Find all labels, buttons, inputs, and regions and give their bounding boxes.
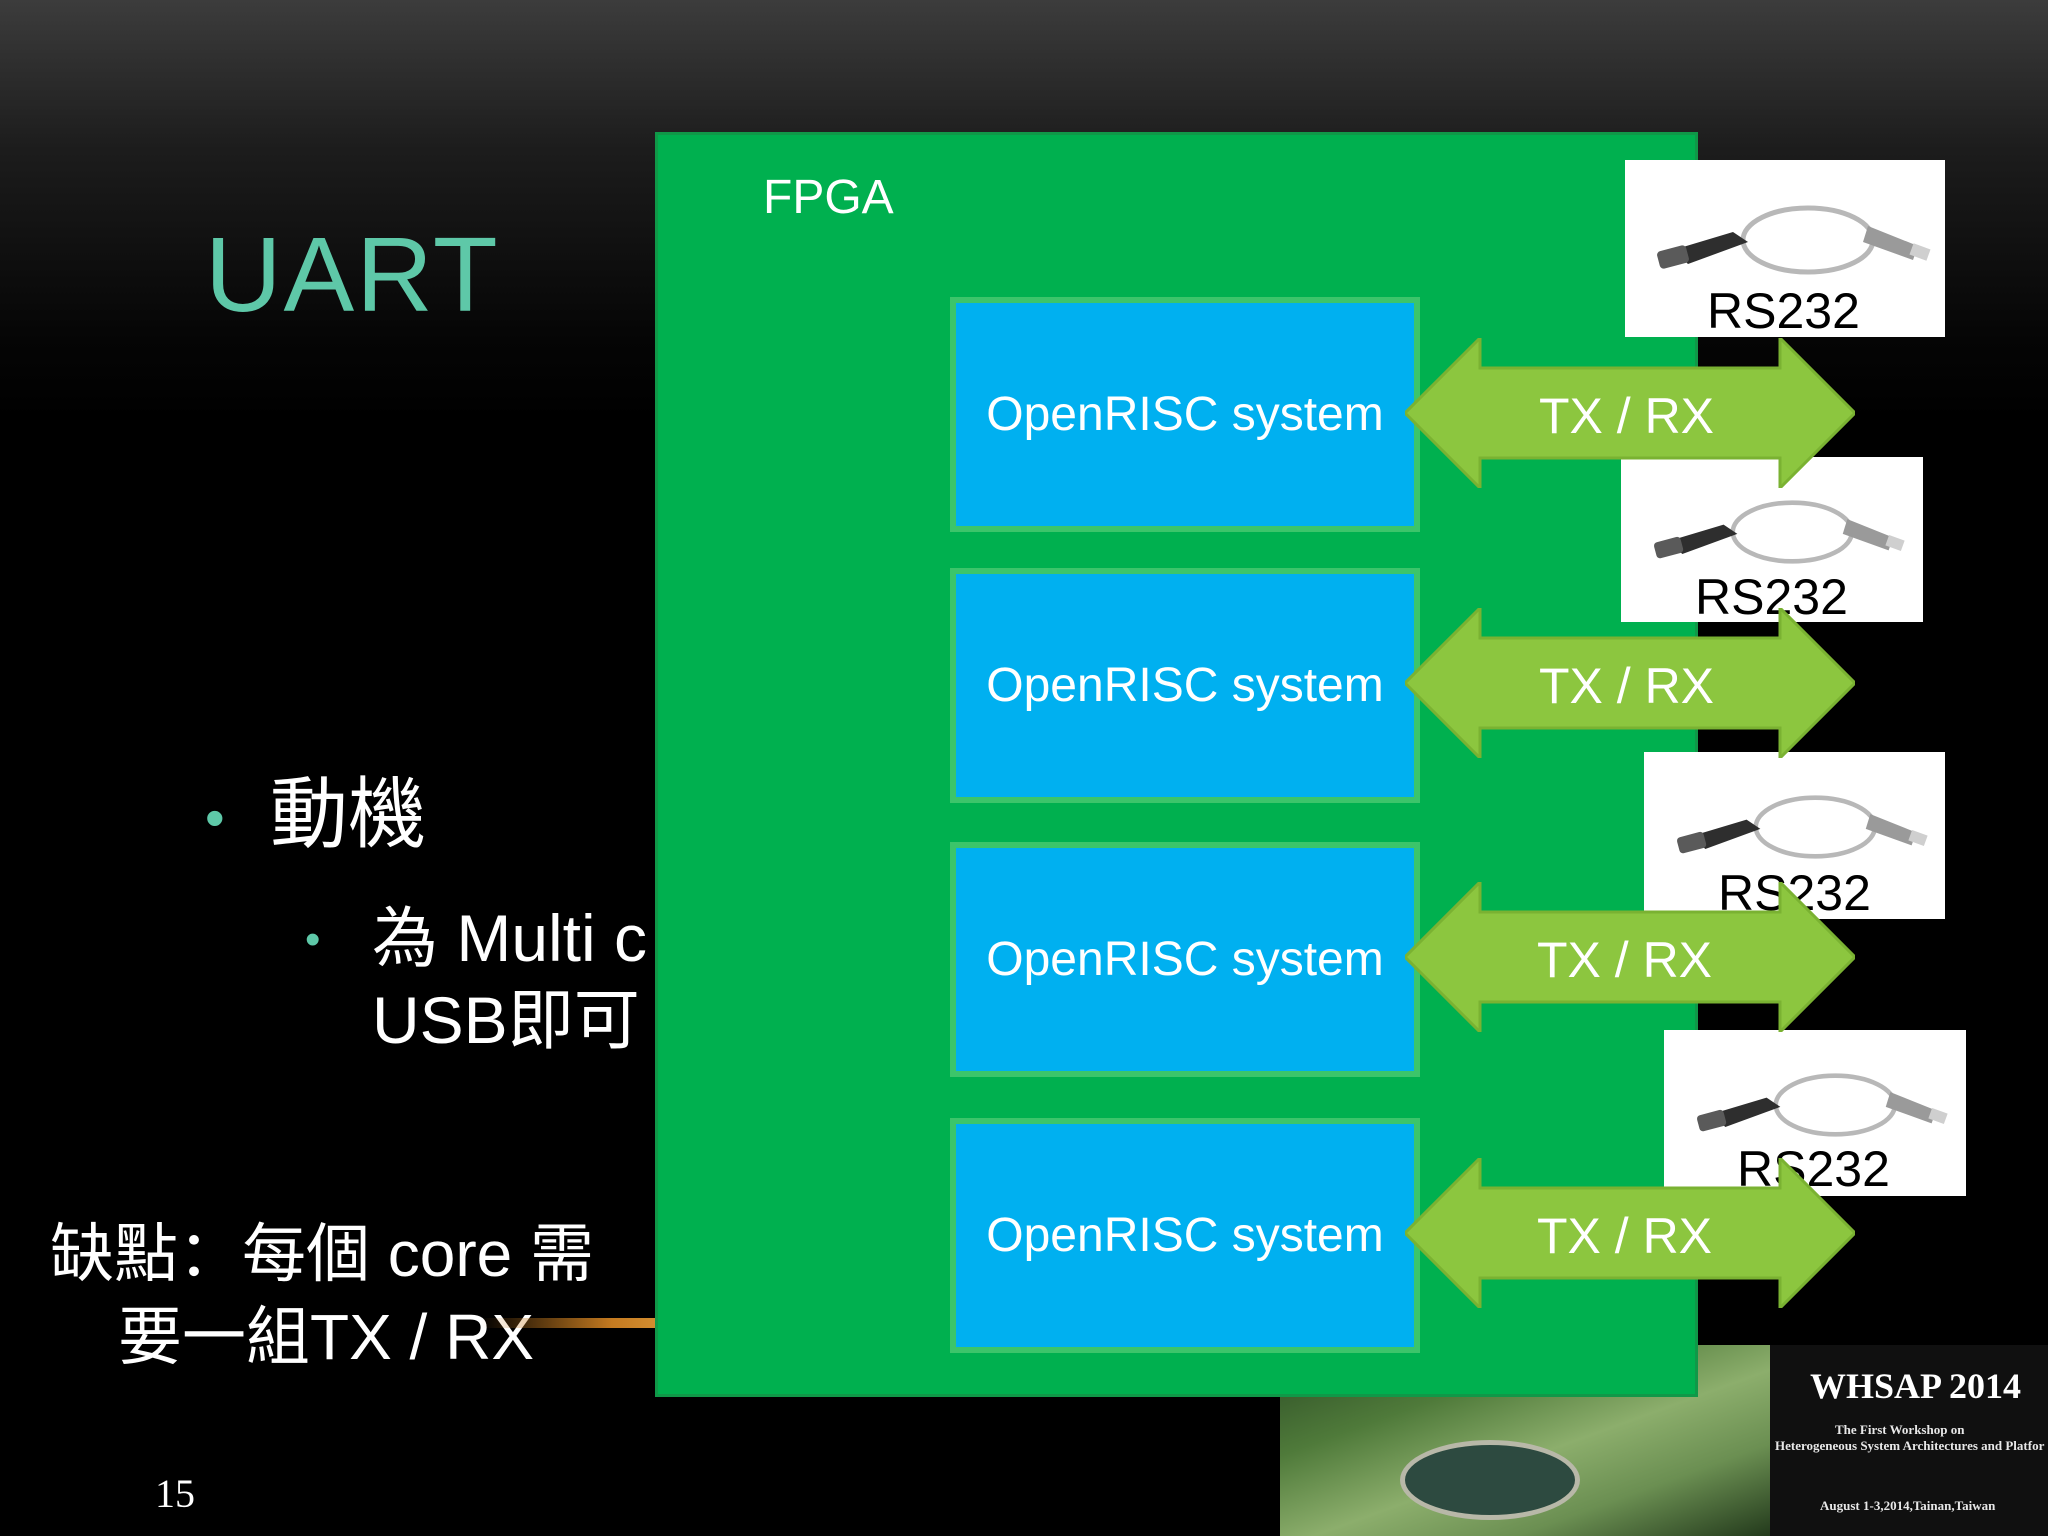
usb-serial-cable-icon [1696,1073,1948,1137]
drawback-line-1: 缺點：每個 core 需 [50,1218,595,1290]
txrx-arrow-4 [1405,1158,1855,1308]
openrisc-core-2: OpenRISC system [950,568,1420,803]
txrx-arrow-3 [1405,882,1855,1032]
rs232-label-2: RS232 [1695,569,1848,625]
txrx-label-1: TX / RX [1539,388,1715,444]
bullet-dot: • [205,786,225,849]
page-number: 15 [155,1471,195,1516]
txrx-label-4: TX / RX [1537,1208,1713,1264]
openrisc-core-3: OpenRISC system [950,842,1420,1077]
txrx-arrow-2 [1405,608,1855,758]
openrisc-core-1: OpenRISC system [950,297,1420,532]
rs232-cable-1: RS232 [1625,160,1945,339]
banner-subtitle-2: Heterogeneous System Architectures and P… [1775,1438,2045,1453]
decorative-streak [480,1318,700,1328]
usb-serial-cable-icon [1657,205,1931,275]
pond-shape [1400,1440,1580,1520]
banner-subtitle-1: The First Workshop on [1835,1422,1965,1437]
banner-title: WHSAP 2014 [1810,1366,2022,1406]
double-arrow-icon [1405,882,1855,1032]
double-arrow-icon [1405,608,1855,758]
rs232-cable-4: RS232 [1664,1030,1966,1197]
rs232-cable-3: RS232 [1644,752,1945,921]
banner-date: August 1-3,2014,Tainan,Taiwan [1820,1498,1996,1513]
txrx-label-3: TX / RX [1537,932,1713,988]
fpga-label: FPGA [763,171,894,224]
double-arrow-icon [1405,338,1855,488]
sub-bullet-line-1: 為 Multi c [372,901,648,975]
usb-serial-cable-icon [1676,795,1928,859]
rs232-label-1: RS232 [1707,283,1860,339]
slide-title: UART [205,216,500,334]
double-arrow-icon [1405,1158,1855,1308]
usb-serial-cable-icon [1653,500,1905,564]
sub-bullet-dot: • [305,915,321,964]
sub-bullet-line-2: USB即可 [372,983,640,1057]
openrisc-core-4: OpenRISC system [950,1118,1420,1353]
bullet-motivation: 動機 [270,770,427,858]
txrx-arrow-1 [1405,338,1855,488]
txrx-label-2: TX / RX [1539,658,1715,714]
rs232-cable-2: RS232 [1621,457,1923,625]
drawback-line-2: 要一組TX / RX [118,1301,535,1373]
